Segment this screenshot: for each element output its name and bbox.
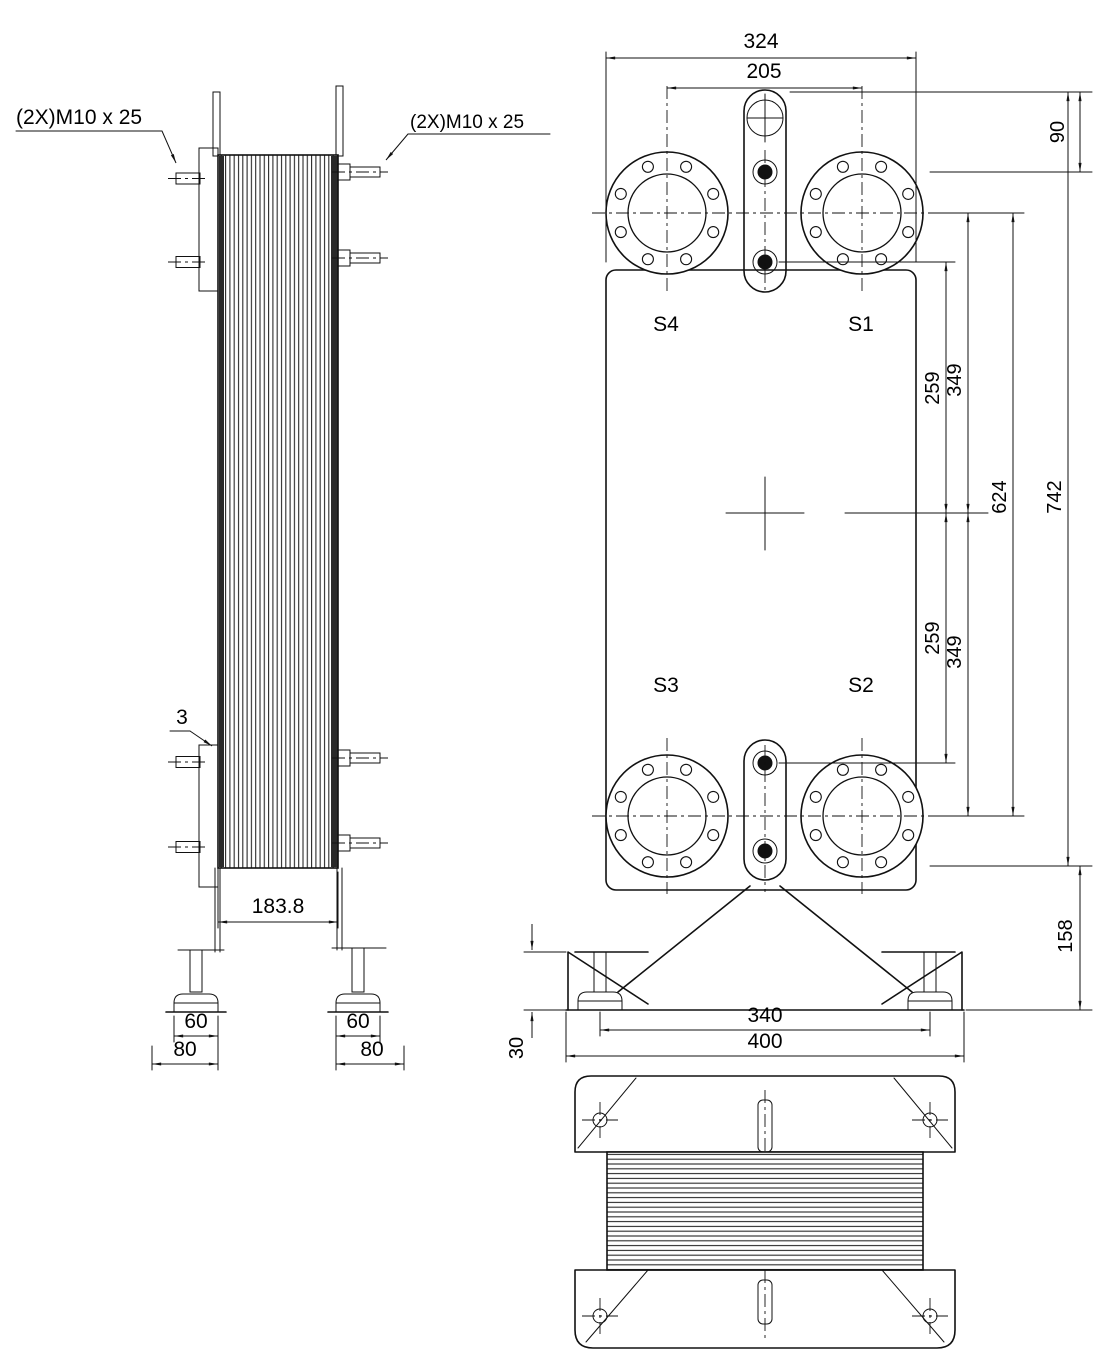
mount-hole-far-right bbox=[912, 1298, 948, 1334]
top-bracket bbox=[743, 89, 787, 293]
mount-hole-left bbox=[582, 1102, 618, 1138]
stud-bolts-left-top bbox=[168, 172, 206, 268]
dim-205-value: 205 bbox=[746, 60, 781, 83]
dim-400-value: 400 bbox=[747, 1030, 782, 1053]
pack-end-band-right bbox=[331, 156, 337, 867]
callout-left-label: (2X)M10 x 25 bbox=[16, 106, 142, 129]
stud-bolts-left-bottom bbox=[168, 756, 206, 853]
dim-158-value: 158 bbox=[1055, 919, 1077, 952]
dim-742-value: 742 bbox=[1044, 480, 1066, 513]
dim-foot-left: 60 80 bbox=[151, 1010, 219, 1071]
side-foot-right bbox=[327, 947, 389, 1013]
dim-foot-centers: 340 bbox=[599, 1004, 931, 1037]
front-foot-left bbox=[577, 951, 623, 1011]
dim-pad-height: 30 bbox=[506, 924, 567, 1059]
dim-259-top-value: 259 bbox=[922, 371, 944, 404]
side-view: (2X)M10 x 25 (2X)M10 x 25 3 183.8 60 bbox=[15, 85, 551, 1071]
callout-bolts-right: (2X)M10 x 25 bbox=[385, 112, 551, 161]
pack-end-band-left bbox=[219, 156, 224, 867]
bottom-bracket bbox=[743, 739, 787, 892]
dim-base-width: 400 bbox=[565, 1011, 965, 1063]
plate-pack-topview bbox=[606, 1151, 924, 1271]
plate-thickness-label: 3 bbox=[176, 706, 188, 729]
frame-plate bbox=[605, 269, 917, 891]
dim-349-bottom-value: 349 bbox=[944, 635, 966, 668]
dim-259-bottom-value: 259 bbox=[922, 621, 944, 654]
dim-624-value: 624 bbox=[989, 480, 1011, 513]
foot-left-overall-value: 80 bbox=[173, 1038, 196, 1061]
flange-block-bottom bbox=[198, 744, 219, 888]
dim-foot-right: 60 80 bbox=[335, 1010, 405, 1071]
port-centerlines bbox=[592, 86, 937, 894]
port-label-s4: S4 bbox=[653, 313, 679, 336]
bracket-bolt-icon bbox=[757, 254, 773, 270]
dim-340-value: 340 bbox=[747, 1004, 782, 1027]
frame-columns bbox=[214, 867, 343, 953]
dim-30-value: 30 bbox=[506, 1037, 528, 1059]
flange-block-top bbox=[198, 147, 219, 292]
mount-hole-far-left bbox=[582, 1298, 618, 1334]
dim-90-value: 90 bbox=[1047, 121, 1069, 143]
end-plate-far bbox=[574, 1269, 956, 1349]
dim-right-column: 259 349 259 349 624 742 158 bbox=[778, 92, 1093, 1011]
stand bbox=[565, 885, 965, 1011]
callout-plate-thickness: 3 bbox=[169, 706, 213, 747]
callout-bolts-left: (2X)M10 x 25 bbox=[15, 106, 177, 164]
dim-overall-width: 324 bbox=[605, 30, 917, 263]
front-foot-right bbox=[907, 951, 953, 1011]
foot-left-pad-value: 60 bbox=[184, 1010, 207, 1033]
dim-349-top-value: 349 bbox=[944, 363, 966, 396]
plate-center-mark bbox=[725, 476, 989, 551]
dim-324-value: 324 bbox=[743, 30, 778, 53]
dim-top-offset: 90 bbox=[789, 91, 1093, 173]
pack-length-value: 183.8 bbox=[252, 895, 305, 918]
port-label-s3: S3 bbox=[653, 674, 679, 697]
stud-bolts-right-top bbox=[332, 163, 388, 267]
dim-port-spacing-h: 205 bbox=[667, 60, 862, 90]
bracket-bolt-icon bbox=[757, 164, 773, 180]
side-foot-left bbox=[165, 949, 227, 1013]
foot-right-overall-value: 80 bbox=[360, 1038, 383, 1061]
carrying-bar-top-ends bbox=[212, 85, 344, 157]
port-label-s2: S2 bbox=[848, 674, 874, 697]
callout-right-label: (2X)M10 x 25 bbox=[410, 112, 524, 133]
plate-pack-side bbox=[217, 154, 339, 869]
dim-pack-length: 183.8 bbox=[217, 871, 339, 929]
port-label-s1: S1 bbox=[848, 313, 874, 336]
stud-bolts-right-bottom bbox=[332, 749, 388, 852]
top-view bbox=[574, 1075, 956, 1349]
end-plate-near bbox=[574, 1075, 956, 1153]
mount-hole-right bbox=[912, 1102, 948, 1138]
foot-right-pad-value: 60 bbox=[346, 1010, 369, 1033]
front-view: S4 S1 S3 S2 bbox=[506, 30, 1093, 1063]
